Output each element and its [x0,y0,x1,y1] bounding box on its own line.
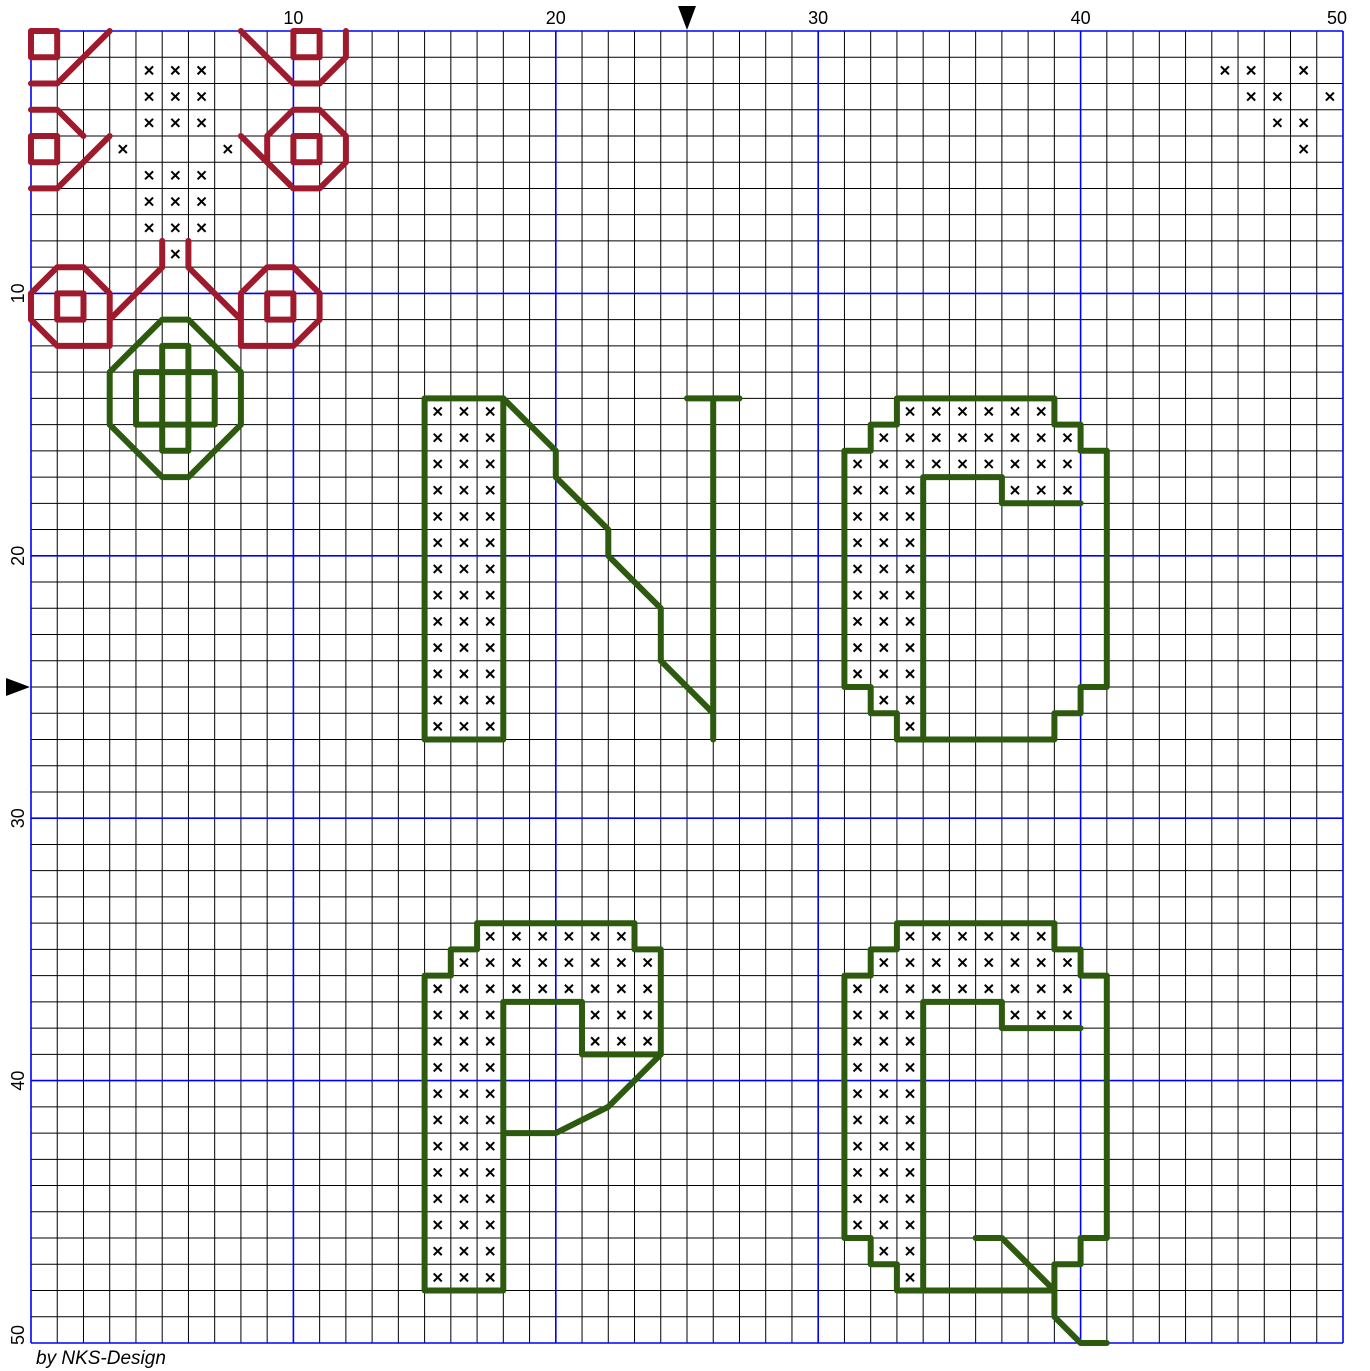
designer-credit: by NKS-Design [36,1348,166,1369]
column-label: 20 [546,8,566,28]
column-label: 40 [1071,8,1091,28]
column-label: 50 [1327,8,1347,28]
row-label: 50 [8,1325,28,1345]
row-label: 30 [8,808,28,828]
row-label: 20 [8,546,28,566]
column-label: 10 [283,8,303,28]
row-label: 40 [8,1071,28,1091]
row-label: 10 [8,283,28,303]
column-label: 30 [808,8,828,28]
